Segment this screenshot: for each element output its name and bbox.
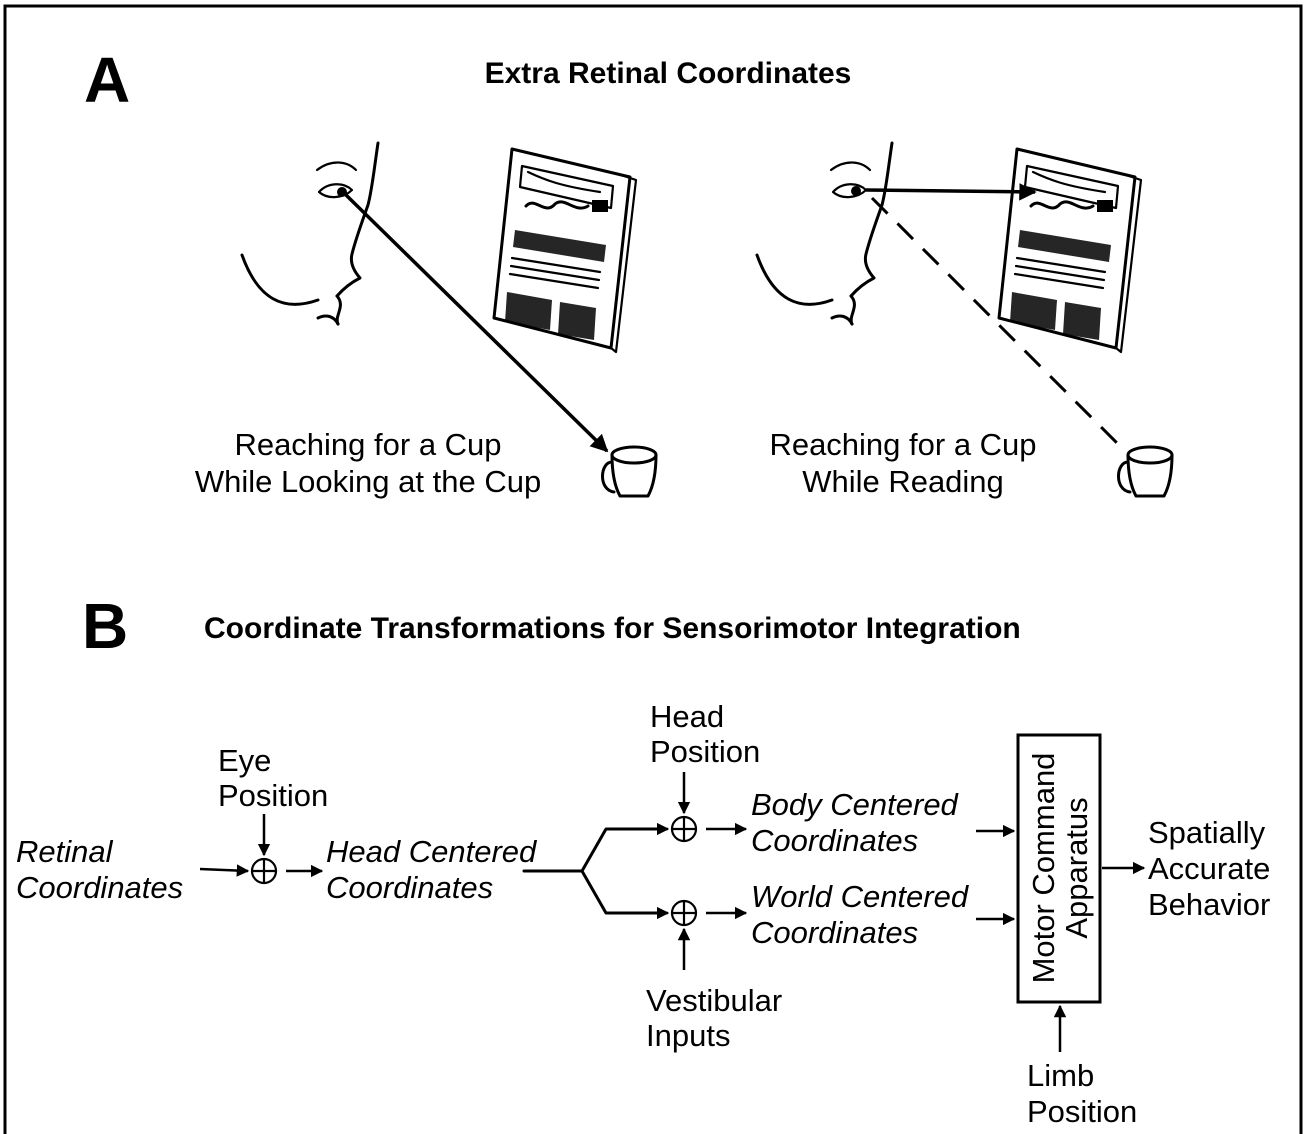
body-centered-line2: Coordinates <box>751 823 918 858</box>
retinal-coordinates-line2: Coordinates <box>16 870 183 905</box>
left-cup-drawing <box>601 445 658 498</box>
head-centered-line1: Head Centered <box>326 834 538 869</box>
left-caption-line2: While Looking at the Cup <box>195 464 541 499</box>
right-caption-line2: While Reading <box>802 464 1004 499</box>
output-line2: Accurate <box>1148 851 1270 886</box>
body-centered-line1: Body Centered <box>751 787 960 822</box>
motor-command-line1: Motor Command <box>1026 753 1061 984</box>
eye-position-line2: Position <box>218 778 328 813</box>
retinal-coordinates-line1: Retinal <box>16 834 114 869</box>
arrow-retinal-to-sum <box>199 864 250 877</box>
eye-sum-node <box>250 857 278 885</box>
right-gaze-line <box>865 183 1037 201</box>
panel-b-letter: B <box>82 590 128 662</box>
output-line1: Spatially <box>1148 815 1266 850</box>
eye-position-line1: Eye <box>218 743 271 778</box>
world-centered-line1: World Centered <box>751 879 970 914</box>
right-reach-dashed-line <box>870 196 1128 454</box>
motor-command-box <box>1016 733 1102 1004</box>
right-face-drawing <box>755 141 894 326</box>
figure-border <box>3 4 1303 1134</box>
left-newspaper-drawing <box>492 147 638 354</box>
right-cup-drawing <box>1117 445 1174 498</box>
panel-a-letter: A <box>84 44 130 116</box>
head-position-line1: Head <box>650 699 724 734</box>
motor-command-line2: Apparatus <box>1059 797 1094 938</box>
vestibular-line1: Vestibular <box>646 983 782 1018</box>
head-sum-node <box>670 815 698 843</box>
left-caption-line1: Reaching for a Cup <box>234 427 501 462</box>
head-centered-line2: Coordinates <box>326 870 493 905</box>
left-face-drawing <box>240 141 380 326</box>
branch-lines <box>522 827 666 915</box>
output-line3: Behavior <box>1148 887 1270 922</box>
limb-position-line2: Position <box>1027 1094 1137 1129</box>
panel-a-title: Extra Retinal Coordinates <box>485 57 852 90</box>
limb-position-line1: Limb <box>1027 1058 1094 1093</box>
vestibular-line2: Inputs <box>646 1018 730 1053</box>
left-gaze-line <box>344 193 609 453</box>
right-newspaper-drawing <box>997 147 1143 354</box>
head-position-line2: Position <box>650 734 760 769</box>
panel-b-title: Coordinate Transformations for Sensorimo… <box>204 612 1021 645</box>
vestibular-sum-node <box>670 899 698 927</box>
right-caption-line1: Reaching for a Cup <box>769 427 1036 462</box>
world-centered-line2: Coordinates <box>751 915 918 950</box>
